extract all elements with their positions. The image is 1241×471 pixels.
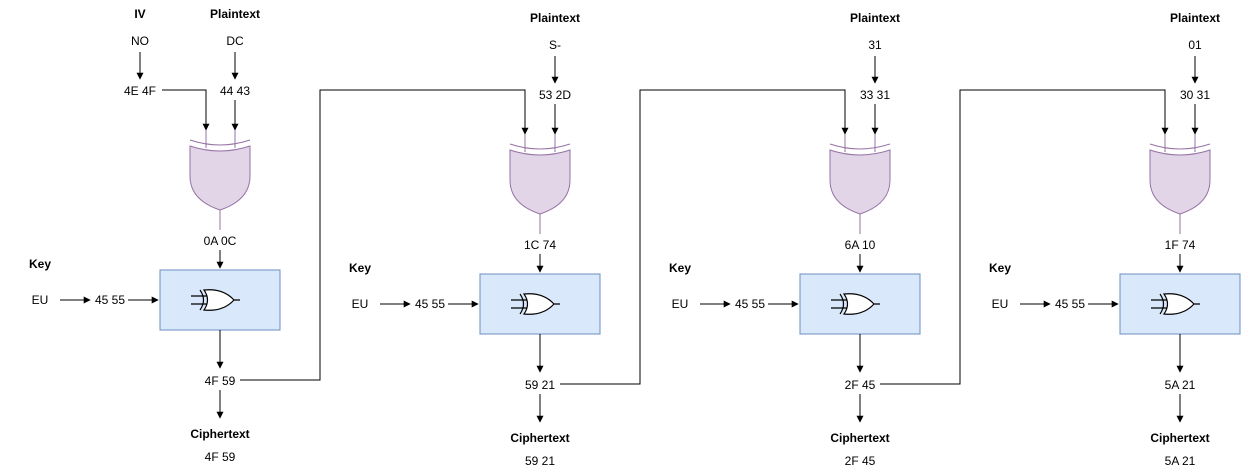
key-hex: 45 55 <box>415 297 445 311</box>
cipher-out: 4F 59 <box>205 374 236 388</box>
ciphertext-label: Ciphertext <box>510 431 569 445</box>
key-chars: EU <box>992 297 1009 311</box>
plaintext-label: Plaintext <box>530 11 580 25</box>
cipher-out: 59 21 <box>525 378 555 392</box>
xor-symbol-icon <box>831 293 880 315</box>
iv-chars: NO <box>131 34 149 48</box>
cipher-out: 2F 45 <box>845 378 876 392</box>
ciphertext-label: Ciphertext <box>190 427 249 441</box>
key-chars: EU <box>352 297 369 311</box>
key-label: Key <box>989 261 1011 275</box>
plaintext-hex: 33 31 <box>860 88 890 102</box>
plaintext-chars: S- <box>549 38 561 52</box>
key-chars: EU <box>672 297 689 311</box>
iv-to-gate-arrow <box>162 89 210 131</box>
chain-arrow-2-3 <box>560 89 849 385</box>
key-hex: 45 55 <box>735 297 765 311</box>
xor-gate-icon <box>829 134 891 234</box>
key-label: Key <box>349 261 371 275</box>
chain-arrow-3-4 <box>880 89 1169 385</box>
ciphertext-value: 2F 45 <box>845 454 876 468</box>
chain-arrow-1-2 <box>240 89 529 381</box>
xor-symbol-icon <box>511 293 560 315</box>
xor-gate-icon <box>509 134 571 234</box>
xor-result: 6A 10 <box>845 238 876 252</box>
key-hex: 45 55 <box>1055 297 1085 311</box>
xor-result: 1C 74 <box>524 238 556 252</box>
block-1: IV NO 4E 4F Plaintext DC 44 43 0A 0C Key… <box>29 7 529 464</box>
xor-gate-icon <box>189 130 251 230</box>
plaintext-label: Plaintext <box>1170 11 1220 25</box>
plaintext-chars: 01 <box>1188 38 1202 52</box>
key-label: Key <box>29 257 51 271</box>
ciphertext-label: Ciphertext <box>1150 431 1209 445</box>
xor-symbol-icon <box>191 289 240 311</box>
ciphertext-value: 59 21 <box>525 454 555 468</box>
iv-label: IV <box>134 7 145 21</box>
plaintext-label: Plaintext <box>210 7 260 21</box>
cipher-out: 5A 21 <box>1165 378 1196 392</box>
block-3: Plaintext 31 33 31 6A 10 Key EU 45 55 2F… <box>669 11 1169 468</box>
plaintext-hex: 53 2D <box>539 88 571 102</box>
key-label: Key <box>669 261 691 275</box>
ciphertext-value: 4F 59 <box>205 450 236 464</box>
block-2: Plaintext S- 53 2D 1C 74 Key EU 45 55 59… <box>349 11 849 468</box>
xor-symbol-icon <box>1151 293 1200 315</box>
key-chars: EU <box>32 293 49 307</box>
xor-result: 0A 0C <box>204 234 237 248</box>
plaintext-chars: 31 <box>868 38 882 52</box>
plaintext-hex: 30 31 <box>1180 88 1210 102</box>
key-hex: 45 55 <box>95 293 125 307</box>
xor-gate-icon <box>1149 134 1211 234</box>
ciphertext-label: Ciphertext <box>830 431 889 445</box>
ciphertext-value: 5A 21 <box>1165 454 1196 468</box>
block-4: Plaintext 01 30 31 1F 74 Key EU 45 55 5A… <box>989 11 1241 468</box>
plaintext-chars: DC <box>226 34 244 48</box>
xor-result: 1F 74 <box>1165 238 1196 252</box>
plaintext-label: Plaintext <box>850 11 900 25</box>
iv-hex: 4E 4F <box>124 84 156 98</box>
plaintext-hex: 44 43 <box>220 84 250 98</box>
